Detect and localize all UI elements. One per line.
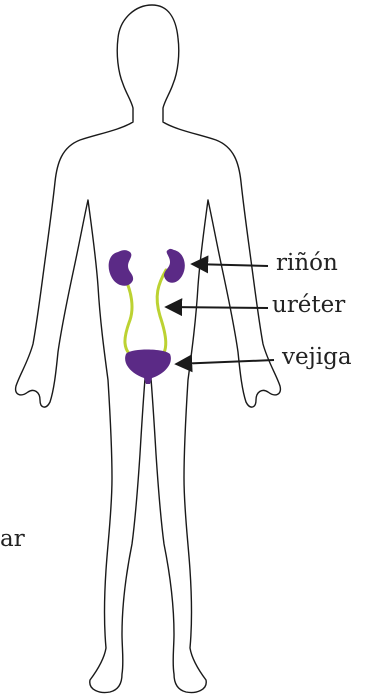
left-ureter: [124, 276, 138, 360]
ureter-label: uréter: [272, 294, 345, 317]
right-ureter: [157, 270, 166, 360]
body-outline: [16, 5, 281, 693]
bladder-label: vejiga: [282, 346, 352, 369]
ureter-arrow: [166, 307, 268, 308]
bladder: [125, 350, 171, 385]
kidney-arrow: [192, 264, 268, 266]
right-kidney: [164, 249, 185, 283]
cut-off-label: ar: [0, 528, 25, 551]
left-kidney: [109, 250, 133, 286]
kidney-label: riñón: [276, 252, 338, 275]
